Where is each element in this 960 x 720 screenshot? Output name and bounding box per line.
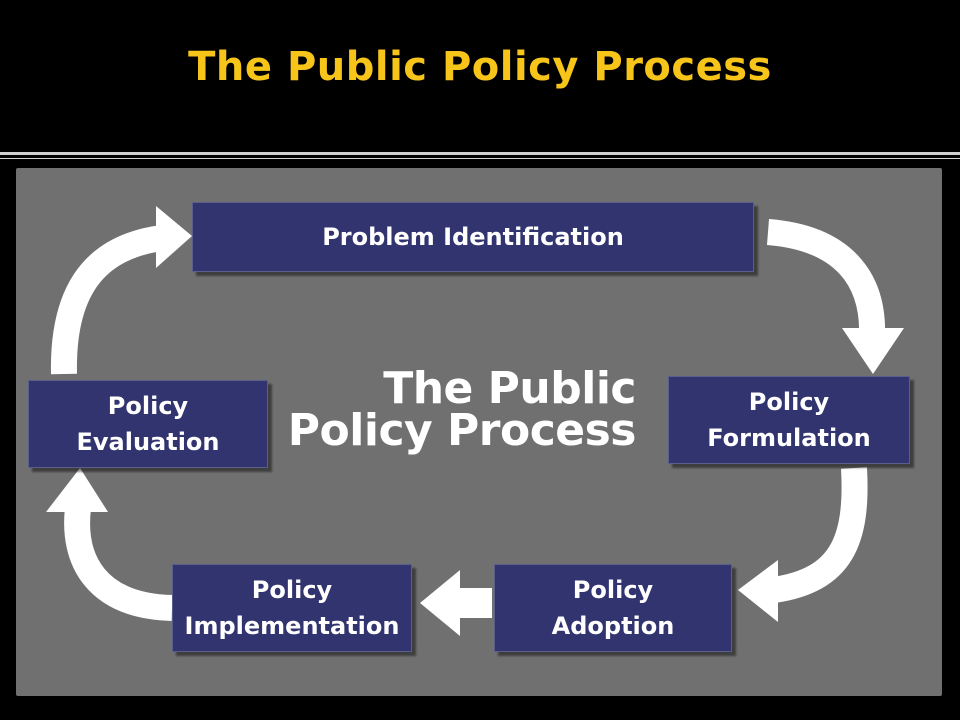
arrow-formulation-to-adoption xyxy=(738,467,868,622)
step-label-line2: Formulation xyxy=(707,424,871,452)
step-label-line1: Policy xyxy=(107,392,189,420)
slide-title: The Public Policy Process xyxy=(188,44,772,90)
step-label-line2: Evaluation xyxy=(76,428,220,456)
step-label-line2: Implementation xyxy=(184,612,400,640)
cycle-arrows xyxy=(46,206,904,636)
arrow-implementation-to-evaluation xyxy=(46,468,173,621)
step-label-line2: Adoption xyxy=(551,612,675,640)
step-label: Problem Identification xyxy=(322,223,624,251)
arrow-adoption-to-implementation xyxy=(420,570,492,636)
step-policy-implementation: Policy Implementation xyxy=(172,564,412,652)
step-policy-adoption: Policy Adoption xyxy=(494,564,732,652)
step-label-line1: Policy xyxy=(748,388,830,416)
step-label-line1: Policy xyxy=(572,576,654,604)
step-policy-evaluation: Policy Evaluation xyxy=(28,380,268,468)
center-title-line1: The Public xyxy=(383,363,636,414)
title-divider-thick xyxy=(0,152,960,155)
diagram-center-title: The Public Policy Process xyxy=(256,363,637,456)
arrow-identification-to-formulation xyxy=(766,219,904,374)
title-divider-thin xyxy=(0,158,960,159)
arrow-evaluation-to-identification xyxy=(50,206,192,375)
step-problem-identification: Problem Identification xyxy=(192,202,754,272)
step-label-line1: Policy xyxy=(251,576,333,604)
step-policy-formulation: Policy Formulation xyxy=(668,376,910,464)
center-title-line2: Policy Process xyxy=(287,405,637,456)
diagram-panel: The Public Policy Process Problem Identi… xyxy=(16,168,942,696)
